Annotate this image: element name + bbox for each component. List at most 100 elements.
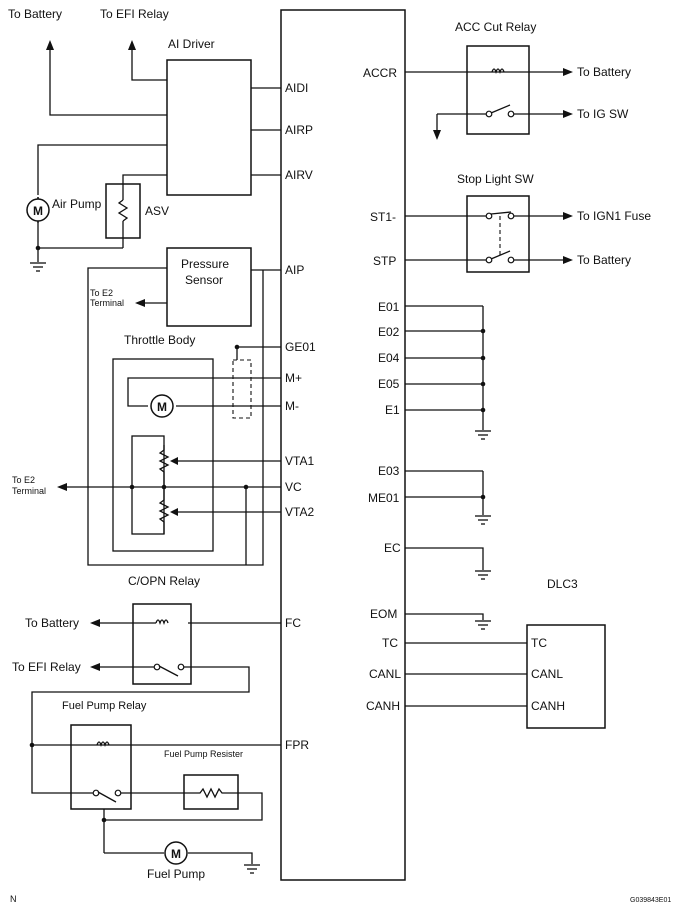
ground-icon (475, 570, 491, 580)
fuel-pump-motor-icon (164, 841, 188, 865)
asv-label: ASV (145, 204, 169, 218)
switch-contact (92, 789, 100, 797)
pin-vta1: VTA1 (285, 454, 314, 468)
pin-accr: ACCR (363, 66, 397, 80)
pin-ge01: GE01 (285, 340, 316, 354)
wire-ec (405, 547, 484, 570)
acc-cut-relay-coil-icon (491, 68, 505, 75)
to-efi-relay-top-label: To EFI Relay (100, 7, 169, 21)
wire-resister-out (104, 792, 263, 821)
wire-m-plus (127, 377, 281, 407)
wire-eom (405, 613, 484, 620)
wire-fuel-pump-ground (188, 852, 253, 864)
pin-airp: AIRP (285, 123, 313, 137)
to-e2-lower-arrow-icon (57, 483, 67, 491)
to-battery-fc-label: To Battery (25, 616, 79, 630)
vta1-wiper-arrow-icon (170, 457, 178, 465)
switch-contact (507, 110, 515, 118)
shield-dashed-box (232, 359, 252, 419)
junction-dot (480, 355, 486, 361)
dlc3-pin-tc: TC (531, 636, 547, 650)
pressure-sensor-label-2: Sensor (185, 273, 223, 287)
junction-dot (480, 407, 486, 413)
pin-m-minus: M- (285, 399, 299, 413)
fuel-pump-label: Fuel Pump (147, 867, 205, 881)
to-ign1-fuse-arrow-icon (563, 212, 573, 220)
switch-contact (485, 110, 493, 118)
to-e2-upper-label-2: Terminal (90, 298, 124, 308)
pin-m-plus: M+ (285, 371, 302, 385)
stop-light-switch-lower-icon (490, 250, 511, 260)
pin-aip: AIP (285, 263, 304, 277)
pin-e02: E02 (378, 325, 400, 339)
ground-icon (30, 262, 46, 272)
to-e2-lower-label-2: Terminal (12, 486, 46, 496)
pin-canh: CANH (366, 699, 400, 713)
air-pump-motor-letter: M (33, 204, 43, 218)
fuel-pump-resister-label: Fuel Pump Resister (164, 749, 243, 759)
ground-icon (475, 430, 491, 440)
figure-id-label: G039843E01 (630, 897, 671, 904)
pressure-sensor-label-1: Pressure (181, 257, 229, 271)
fuel-pump-motor-letter: M (171, 847, 181, 861)
to-ig-sw-label: To IG SW (577, 107, 629, 121)
pin-e03: E03 (378, 464, 400, 478)
switch-contact (507, 212, 515, 220)
air-pump-label: Air Pump (52, 197, 102, 211)
wire-asv-feed (122, 174, 167, 200)
junction-dot (129, 484, 135, 490)
ai-driver-box (166, 59, 252, 196)
to-battery-top-arrow-icon (46, 40, 54, 50)
acc-down-arrow-icon (433, 130, 441, 140)
to-ign1-fuse-label: To IGN1 Fuse (577, 209, 651, 223)
fuel-pump-relay-coil-icon (96, 741, 110, 748)
to-battery-fc-arrow-icon (90, 619, 100, 627)
pin-airv: AIRV (285, 168, 313, 182)
corner-left-label: N (10, 894, 17, 904)
pin-e1: E1 (385, 403, 400, 417)
copn-relay-loop (87, 267, 264, 566)
to-e2-upper-label-1: To E2 (90, 288, 113, 298)
throttle-body-label: Throttle Body (124, 333, 195, 347)
throttle-motor-icon (150, 394, 174, 418)
pin-vc: VC (285, 480, 302, 494)
junction-dot (161, 484, 167, 490)
ground-icon (244, 864, 260, 874)
to-ig-sw-arrow-icon (563, 110, 573, 118)
throttle-sensor-box (131, 435, 165, 535)
pin-e01: E01 (378, 300, 400, 314)
wire-to-battery-top (49, 50, 167, 116)
copn-relay-label: C/OPN Relay (128, 574, 200, 588)
pin-fpr: FPR (285, 738, 309, 752)
ground-icon (475, 515, 491, 525)
pressure-sensor-box (166, 247, 252, 327)
pin-e04: E04 (378, 351, 400, 365)
pin-fc: FC (285, 616, 301, 630)
stop-light-sw-label: Stop Light SW (457, 172, 534, 186)
dlc3-pin-canl: CANL (531, 667, 563, 681)
ground-icon (475, 620, 491, 630)
stop-light-switch-upper-icon (490, 211, 512, 215)
wire-air-pump-feed (37, 144, 167, 195)
junction-dot (480, 328, 486, 334)
ecm-block (280, 9, 406, 881)
pin-vta2: VTA2 (285, 505, 314, 519)
copn-relay-switch-icon (158, 665, 179, 677)
to-battery-acc-arrow-icon (563, 68, 573, 76)
fuel-pump-relay-box (70, 724, 132, 810)
asv-resistor-icon (117, 199, 129, 222)
fuel-pump-relay-switch-icon (97, 791, 117, 803)
fuel-pump-resister-icon (184, 787, 238, 799)
to-battery-acc-label: To Battery (577, 65, 631, 79)
dlc3-box (526, 624, 606, 729)
throttle-body-box (112, 358, 214, 552)
copn-relay-coil-icon (155, 619, 169, 626)
wire-to-efi-relay-top (131, 50, 167, 81)
pin-e05: E05 (378, 377, 400, 391)
copn-relay-box (132, 603, 192, 685)
pin-eom: EOM (370, 607, 397, 621)
pin-stp: STP (373, 254, 396, 268)
fuel-pump-relay-label: Fuel Pump Relay (62, 700, 147, 712)
pin-me01: ME01 (368, 491, 400, 505)
